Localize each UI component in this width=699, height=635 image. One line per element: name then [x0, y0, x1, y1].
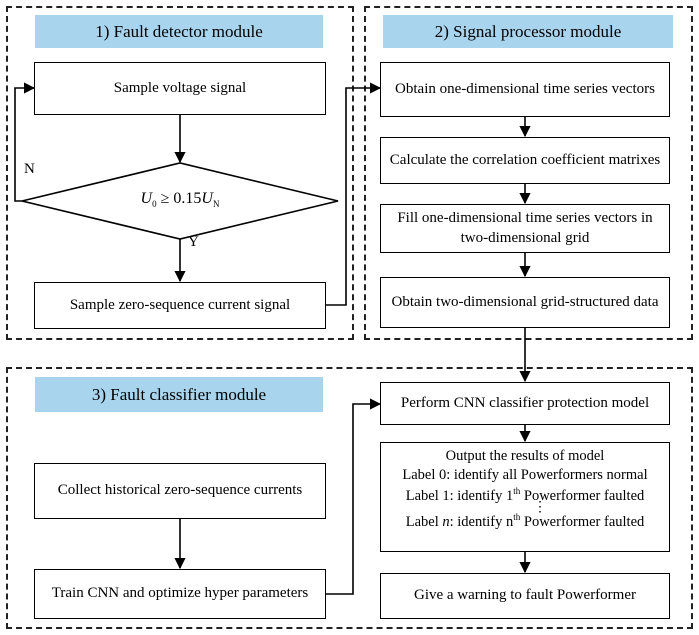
output-ellipsis: ⋮ — [533, 499, 547, 515]
fill-grid-box: Fill one-dimensional time series vectors… — [380, 204, 670, 253]
collect-currents-box: Collect historical zero-sequence current… — [34, 463, 326, 519]
decision-diamond — [21, 162, 339, 240]
branch-no-label: N — [24, 161, 35, 177]
sample-current-text: Sample zero-sequence current signal — [69, 296, 291, 313]
sample-voltage-text: Sample voltage signal — [113, 79, 247, 96]
fault-detector-module — [6, 6, 354, 340]
warning-text: Give a warning to fault Powerformer — [413, 587, 636, 604]
obtain-vectors-box: Obtain one-dimensional time series vecto… — [380, 62, 670, 117]
branch-yes-label: Y — [188, 234, 199, 250]
output-label-1: Label 1: identify 1th Powerformer faulte… — [405, 485, 645, 504]
sample-current-box: Sample zero-sequence current signal — [34, 282, 326, 329]
perform-cnn-text: Perform CNN classifier protection model — [400, 394, 650, 411]
obtain-vectors-text: Obtain one-dimensional time series vecto… — [395, 80, 655, 97]
output-label-n: Label n: identify nth Powerformer faulte… — [405, 511, 645, 530]
signal-processor-module — [364, 6, 693, 340]
decision-condition: U0 ≥ 0.15UN — [140, 190, 220, 210]
fill-grid-text: Fill one-dimensional time series vectors… — [397, 210, 653, 246]
correlation-box: Calculate the correlation coefficient ma… — [380, 137, 670, 184]
fault-detector-title: 1) Fault detector module — [35, 15, 323, 48]
perform-cnn-box: Perform CNN classifier protection model — [380, 382, 670, 425]
grid-data-text: Obtain two-dimensional grid-structured d… — [391, 293, 659, 310]
sample-voltage-box: Sample voltage signal — [34, 62, 326, 115]
correlation-text: Calculate the correlation coefficient ma… — [389, 151, 661, 168]
fault-classifier-title: 3) Fault classifier module — [35, 377, 323, 412]
warning-box: Give a warning to fault Powerformer — [380, 573, 670, 619]
train-cnn-box: Train CNN and optimize hyper parameters — [34, 569, 326, 619]
collect-currents-text: Collect historical zero-sequence current… — [57, 482, 303, 499]
output-results-box: Output the results of model Label 0: ide… — [380, 442, 670, 552]
train-cnn-text: Train CNN and optimize hyper parameters — [51, 585, 309, 602]
output-label-0: Label 0: identify all Powerformers norma… — [402, 467, 648, 484]
output-heading: Output the results of model — [445, 448, 605, 464]
grid-data-box: Obtain two-dimensional grid-structured d… — [380, 277, 670, 328]
fault-classifier-module — [6, 367, 693, 629]
signal-processor-title: 2) Signal processor module — [383, 15, 673, 48]
